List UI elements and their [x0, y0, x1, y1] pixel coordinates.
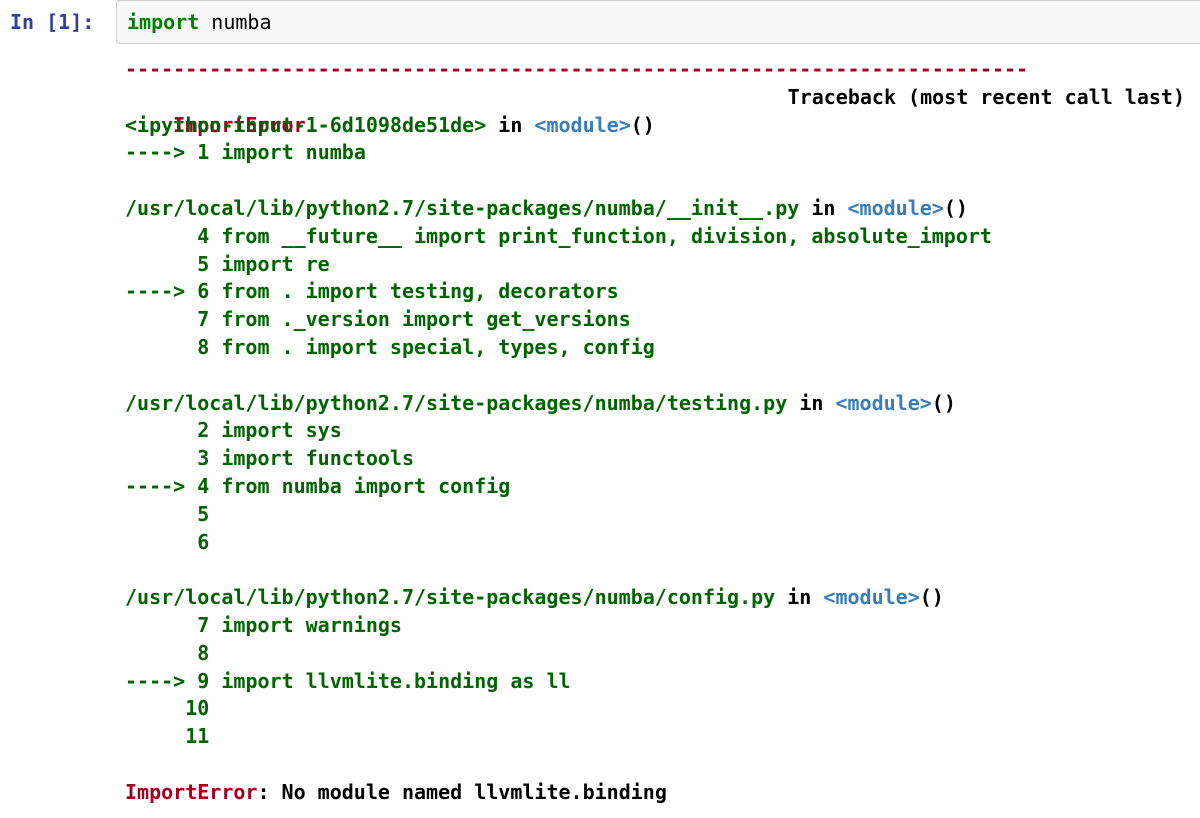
- frame-header: /usr/local/lib/python2.7/site-packages/n…: [125, 390, 1185, 418]
- line-number: 11: [185, 724, 210, 749]
- frame-func: <module>: [847, 195, 944, 220]
- frame-file: /usr/local/lib/python2.7/site-packages/n…: [125, 390, 788, 415]
- line-code-text: from . import special, types, config: [221, 334, 655, 359]
- line-number: 10: [185, 696, 210, 721]
- code-line: 4 from __future__ import print_function,…: [125, 223, 1185, 251]
- frame-header: <ipython-input-1-6d1098de51de> in <modul…: [125, 112, 1185, 140]
- frame-func: <module>: [835, 390, 932, 415]
- frame-header: /usr/local/lib/python2.7/site-packages/n…: [125, 195, 1185, 223]
- traceback-separator: ----------------------------------------…: [125, 57, 1029, 81]
- code-line: 8 from . import special, types, config: [125, 334, 1185, 362]
- line-number: 1: [197, 140, 210, 165]
- line-number: 4: [197, 473, 210, 498]
- frame-in: in: [787, 585, 812, 610]
- code-line: 11: [125, 723, 1185, 751]
- line-number: 8: [197, 334, 210, 359]
- code-line: 2 import sys: [125, 417, 1185, 445]
- code-line: ----> 4 from numba import config: [125, 473, 1185, 501]
- line-number: 6: [197, 529, 210, 554]
- line-number: 6: [197, 279, 210, 304]
- final-error-line: ImportError: No module named llvmlite.bi…: [125, 779, 1185, 807]
- error-type: ImportError: [173, 112, 306, 137]
- frame-file: /usr/local/lib/python2.7/site-packages/n…: [125, 585, 776, 610]
- frame-in: in: [811, 195, 836, 220]
- frame-func: <module>: [534, 112, 631, 137]
- line-number: 2: [197, 418, 210, 443]
- code-line: 10: [125, 695, 1185, 723]
- traceback-header: Traceback (most recent call last): [787, 84, 1185, 109]
- traceback-header-line: ImportError Traceback (most recent call …: [125, 84, 1185, 137]
- frame-func: <module>: [823, 585, 920, 610]
- code-line: ----> 9 import llvmlite.binding as ll: [125, 668, 1185, 696]
- line-number: 7: [197, 612, 210, 637]
- code-line: 7 from ._version import get_versions: [125, 306, 1185, 334]
- line-code-text: from . import testing, decorators: [221, 279, 619, 304]
- code-line: 5 import re: [125, 251, 1185, 279]
- line-number: 5: [197, 501, 210, 526]
- line-code-text: from numba import config: [221, 473, 511, 498]
- frame-file: /usr/local/lib/python2.7/site-packages/n…: [125, 195, 800, 220]
- line-number: 5: [197, 251, 210, 276]
- line-number: 9: [197, 668, 210, 693]
- line-code-keyword: import: [221, 140, 294, 165]
- code-keyword: import: [127, 10, 200, 34]
- code-line: ----> 6 from . import testing, decorator…: [125, 278, 1185, 306]
- frame-parens: (): [931, 390, 956, 415]
- line-marker: ---->: [125, 279, 186, 304]
- line-code-text: import re: [221, 251, 330, 276]
- line-code-text: import sys: [221, 418, 342, 443]
- code-line: ----> 1 import numba: [125, 139, 1185, 167]
- code-line: 5: [125, 501, 1185, 529]
- line-code-text: import functools: [221, 446, 414, 471]
- line-code-text: from ._version import get_versions: [221, 307, 631, 332]
- line-number: 8: [197, 640, 210, 665]
- line-number: 4: [197, 223, 210, 248]
- traceback-output: ----------------------------------------…: [125, 56, 1185, 807]
- final-error-type: ImportError: [125, 779, 258, 804]
- line-code-text: numba: [305, 140, 366, 165]
- code-line: 7 import warnings: [125, 612, 1185, 640]
- code-module-name: numba: [211, 10, 272, 34]
- frame-parens: (): [919, 585, 944, 610]
- frame-file: <ipython-input-1-6d1098de51de>: [125, 112, 487, 137]
- code-line: 3 import functools: [125, 445, 1185, 473]
- frame-parens: (): [943, 195, 968, 220]
- frame-header: /usr/local/lib/python2.7/site-packages/n…: [125, 584, 1185, 612]
- line-marker: ---->: [125, 140, 186, 165]
- frame-parens: (): [630, 112, 655, 137]
- line-code-text: import warnings: [221, 612, 402, 637]
- line-marker: ---->: [125, 668, 186, 693]
- line-number: 3: [197, 446, 210, 471]
- line-code-text: from __future__ import print_function, d…: [221, 223, 992, 248]
- code-input-cell[interactable]: import numba: [116, 0, 1200, 44]
- line-marker: ---->: [125, 473, 186, 498]
- code-line: 6: [125, 529, 1185, 557]
- final-error-colon: :: [257, 779, 270, 804]
- cell-prompt: In [1]:: [10, 10, 95, 34]
- frame-in: in: [498, 112, 523, 137]
- frame-in: in: [799, 390, 824, 415]
- final-error-message: No module named llvmlite.binding: [281, 779, 667, 804]
- line-code-text: import llvmlite.binding as ll: [221, 668, 571, 693]
- line-number: 7: [197, 307, 210, 332]
- code-line: 8: [125, 640, 1185, 668]
